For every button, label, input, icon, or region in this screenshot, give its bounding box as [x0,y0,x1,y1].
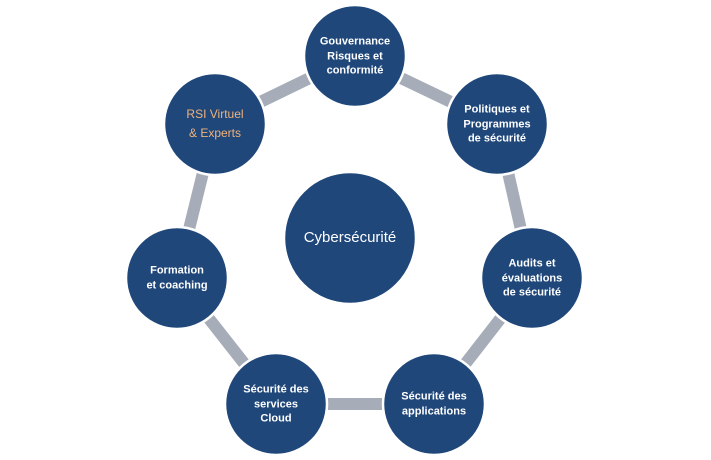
node-label-audits: Audits et évaluations de sécurité [501,257,563,299]
node-label-rsi: RSI Virtuel & Experts [186,107,244,140]
node-circle-rsi [162,71,268,177]
node-circle-politiques [444,71,550,177]
center-label: Cybersécurité [303,228,397,246]
node-label-formation: Formation et coaching [146,264,208,292]
node-label-applications: Sécurité des applications [401,390,467,418]
center-circle [282,170,418,306]
node-circle-audits [479,225,585,331]
nodes [124,3,585,457]
node-circle-formation [124,225,230,331]
node-label-politiques: Politiques et Programmes de sécurité [463,103,531,145]
node-circle-applications [381,351,487,457]
node-label-cloud: Sécurité des services Cloud [243,383,309,425]
node-circle-gouvernance [302,3,408,109]
node-circle-cloud [223,351,329,457]
node-label-gouvernance: Gouvernance Risques et conformité [319,35,391,77]
